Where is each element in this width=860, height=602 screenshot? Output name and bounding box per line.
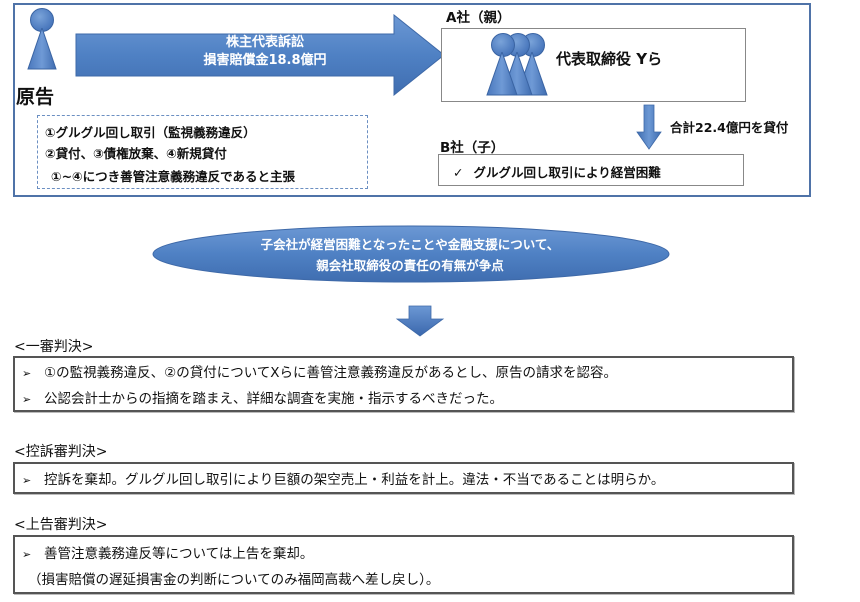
claim-line-3: ①~④につき善管注意義務違反であると主張 xyxy=(51,169,296,184)
issue-ellipse-shape xyxy=(152,225,670,283)
final-appeal-note: （損害賠償の遅延損害金の判断についてのみ福岡高裁へ差し戻し）。 xyxy=(28,572,440,588)
lawsuit-type: 株主代表訴訟 xyxy=(225,35,304,50)
final-appeal-item-1-text: 善管注意義務違反等については上告を棄却。 xyxy=(44,546,314,562)
final-appeal-judgement-box xyxy=(13,535,794,594)
company-b-status: ✓ グルグル回し取引により経営困難 xyxy=(453,162,661,181)
down-arrow-icon xyxy=(395,305,445,337)
issue-line-2: 親会社取締役の責任の有無が争点 xyxy=(316,258,504,273)
company-a-directors: 代表取締役 Yら xyxy=(556,50,663,68)
appeal-item-1-text: 控訴を棄却。グルグル回し取引により巨額の架空売上・利益を計上。違法・不当であるこ… xyxy=(44,472,665,488)
company-b-label: B社（子） xyxy=(440,140,505,156)
claim-line-1: ①グルグル回し取引（監視義務違反） xyxy=(45,125,256,140)
plaintiff-person-icon xyxy=(26,8,58,70)
bullet-icon: ➢ xyxy=(22,548,32,561)
first-instance-item-1-text: ①の監視義務違反、②の貸付についてXらに善管注意義務違反があるとし、原告の請求を… xyxy=(44,365,618,381)
loan-arrow-icon xyxy=(636,104,662,150)
first-instance-item-2: ➢ 公認会計士からの指摘を踏まえ、詳細な調査を実施・指示するべきだった。 xyxy=(22,387,503,407)
top-frame xyxy=(13,3,811,197)
appeal-item-1: ➢ 控訴を棄却。グルグル回し取引により巨額の架空売上・利益を計上。違法・不当である… xyxy=(22,468,664,488)
final-appeal-item-1: ➢ 善管注意義務違反等については上告を棄却。 xyxy=(22,542,313,562)
claims-box: ①グルグル回し取引（監視義務違反） ②貸付、③債権放棄、④新規貸付 ①~④につき… xyxy=(37,115,368,189)
first-instance-title: <一審判決> xyxy=(14,339,94,355)
loan-amount-label: 合計22.4億円を貸付 xyxy=(670,120,789,135)
bullet-icon: ➢ xyxy=(22,393,32,406)
lawsuit-amount: 損害賠償金18.8億円 xyxy=(203,53,327,68)
check-icon: ✓ xyxy=(453,165,464,180)
plaintiff-label: 原告 xyxy=(16,86,55,108)
first-instance-item-1: ➢ ①の監視義務違反、②の貸付についてXらに善管注意義務違反があるとし、原告の請求… xyxy=(22,361,617,381)
company-b-status-text: グルグル回し取引により経営困難 xyxy=(473,165,661,180)
first-instance-item-2-text: 公認会計士からの指摘を踏まえ、詳細な調査を実施・指示するべきだった。 xyxy=(44,391,503,407)
company-b-box: ✓ グルグル回し取引により経営困難 xyxy=(438,154,744,186)
appeal-judgement-box xyxy=(13,462,794,494)
bullet-icon: ➢ xyxy=(22,474,32,487)
company-a-label: A社（親） xyxy=(446,10,511,26)
first-instance-judgement-panel xyxy=(13,356,794,412)
final-appeal-title: <上告審判決> xyxy=(14,517,108,533)
claim-line-2: ②貸付、③債権放棄、④新規貸付 xyxy=(45,146,227,161)
lawsuit-label: 株主代表訴訟 損害賠償金18.8億円 xyxy=(150,34,380,70)
lawsuit-arrow-icon xyxy=(75,14,445,96)
issue-label: 子会社が経営困難となったことや金融支援について、 親会社取締役の責任の有無が争点 xyxy=(180,234,640,276)
appeal-title: <控訴審判決> xyxy=(14,444,108,460)
issue-line-1: 子会社が経営困難となったことや金融支援について、 xyxy=(260,237,560,252)
directors-group-icon xyxy=(485,32,551,96)
bullet-icon: ➢ xyxy=(22,367,32,380)
